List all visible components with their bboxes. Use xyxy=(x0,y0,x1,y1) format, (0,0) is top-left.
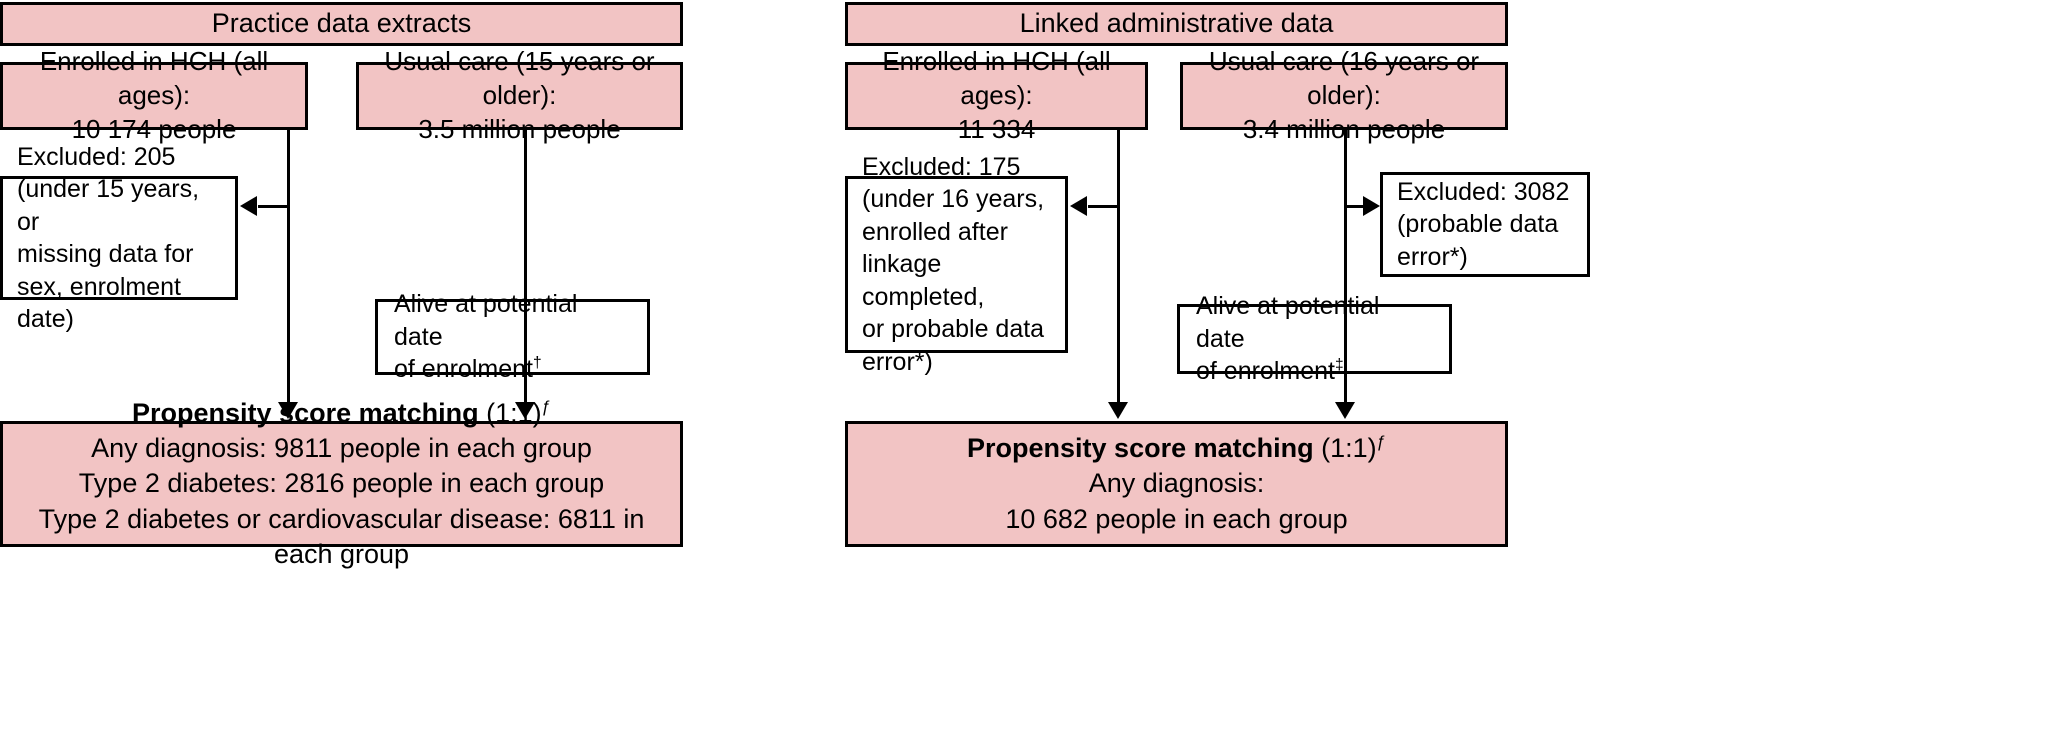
right-source-hch-line1: Enrolled in HCH (all ages): xyxy=(882,46,1111,111)
right-panel-header-label: Linked administrative data xyxy=(1019,8,1334,39)
right-result-ratio: (1:1) xyxy=(1321,433,1377,464)
right-result-title-row: Propensity score matching (1:1)ƒ xyxy=(967,431,1386,466)
right-excluded-usual-connector-line xyxy=(1346,205,1377,208)
right-source-hch-line2: 11 334 xyxy=(957,113,1036,144)
right-panel: Linked administrative data Enrolled in H… xyxy=(840,0,2050,749)
right-result-line3: 10 682 people in each group xyxy=(1005,503,1348,534)
left-source-hch-box: Enrolled in HCH (all ages): 10 174 peopl… xyxy=(0,46,308,144)
right-source-hch-box: Enrolled in HCH (all ages): 11 334 xyxy=(845,46,1148,144)
left-result-line2: Any diagnosis: 9811 people in each group xyxy=(91,433,592,464)
right-panel-header: Linked administrative data xyxy=(845,2,1508,46)
right-excluded-hch-line2: (under 16 years, xyxy=(862,185,1045,214)
left-alive-line2-wrap: of enrolment† xyxy=(394,353,631,386)
left-excluded-line4: sex, enrolment date) xyxy=(17,272,181,334)
left-result-line4: Type 2 diabetes or cardiovascular diseas… xyxy=(38,503,645,569)
left-source-hch-line2: 10 174 people xyxy=(71,113,237,144)
left-hch-connector-arrow xyxy=(278,402,298,419)
right-source-usual-box: Usual care (16 years or older): 3.4 mill… xyxy=(1180,46,1508,144)
right-excluded-usual-connector-arrow xyxy=(1363,196,1380,216)
right-alive-line2-wrap: of enrolment‡ xyxy=(1196,355,1433,388)
right-excluded-hch-line4: linkage completed, xyxy=(862,250,985,311)
left-usual-connector-line xyxy=(524,130,527,404)
left-result-line3: Type 2 diabetes: 2816 people in each gro… xyxy=(78,468,605,499)
right-excluded-hch-box: Excluded: 175 (under 16 years, enrolled … xyxy=(845,153,1068,376)
right-source-usual-line1: Usual care (16 years or older): xyxy=(1208,46,1480,111)
right-excluded-hch-connector-line xyxy=(1088,205,1119,208)
right-result-box: Propensity score matching (1:1)ƒ Any dia… xyxy=(845,421,1508,547)
left-panel-header-label: Practice data extracts xyxy=(211,8,472,39)
right-excluded-usual-line3: error*) xyxy=(1397,242,1468,271)
left-source-usual-line2: 3.5 million people xyxy=(418,113,621,144)
left-result-title: Propensity score matching xyxy=(132,398,479,429)
left-alive-marker: † xyxy=(532,354,542,372)
left-panel-header: Practice data extracts xyxy=(0,2,683,46)
right-result-line2: Any diagnosis: xyxy=(1088,468,1265,499)
right-excluded-hch-line6: error*) xyxy=(862,347,933,376)
right-hch-connector-arrow xyxy=(1108,402,1128,419)
left-usual-connector-arrow xyxy=(515,402,535,419)
left-excluded-line3: missing data for xyxy=(17,240,194,268)
right-excluded-usual-line1: Excluded: 3082 xyxy=(1397,177,1570,206)
left-source-usual-box: Usual care (15 years or older): 3.5 mill… xyxy=(356,46,683,144)
left-excluded-box: Excluded: 205 (under 15 years, or missin… xyxy=(0,143,238,333)
left-alive-line2: of enrolment xyxy=(394,355,533,384)
right-result-ratio-marker: ƒ xyxy=(1376,432,1386,452)
left-result-box: Propensity score matching (1:1)ƒ Any dia… xyxy=(0,398,683,569)
right-hch-connector-line xyxy=(1117,130,1120,404)
right-usual-connector-arrow xyxy=(1335,402,1355,419)
left-excluded-line2: (under 15 years, or xyxy=(17,175,200,236)
right-excluded-hch-line5: or probable data xyxy=(862,315,1045,344)
right-alive-line1: Alive at potential date xyxy=(1196,292,1380,353)
right-excluded-hch-line3: enrolled after xyxy=(862,217,1008,246)
left-source-hch-line1: Enrolled in HCH (all ages): xyxy=(39,46,269,111)
left-excluded-connector-arrow xyxy=(240,196,257,216)
right-excluded-hch-line1: Excluded: 175 xyxy=(862,152,1021,181)
right-alive-line2: of enrolment xyxy=(1196,357,1335,386)
left-panel: Practice data extracts Enrolled in HCH (… xyxy=(0,0,700,749)
right-result-title: Propensity score matching xyxy=(967,433,1314,464)
left-hch-connector-line xyxy=(287,130,290,404)
left-excluded-line1: Excluded: 205 xyxy=(17,142,176,171)
right-excluded-hch-connector-arrow xyxy=(1070,196,1087,216)
left-source-usual-line1: Usual care (15 years or older): xyxy=(384,46,655,111)
right-excluded-usual-box: Excluded: 3082 (probable data error*) xyxy=(1380,172,1590,277)
left-excluded-connector-line xyxy=(258,205,289,208)
right-alive-box: Alive at potential date of enrolment‡ xyxy=(1177,292,1452,385)
right-source-usual-line2: 3.4 million people xyxy=(1242,113,1446,144)
left-result-title-row: Propensity score matching (1:1)ƒ xyxy=(132,396,551,431)
left-result-ratio-marker: ƒ xyxy=(541,397,551,417)
left-alive-line1: Alive at potential date xyxy=(394,290,578,351)
right-excluded-usual-line2: (probable data xyxy=(1397,210,1559,239)
right-alive-marker: ‡ xyxy=(1334,356,1344,374)
left-alive-box: Alive at potential date of enrolment† xyxy=(375,290,650,383)
right-usual-connector-line xyxy=(1344,130,1347,404)
